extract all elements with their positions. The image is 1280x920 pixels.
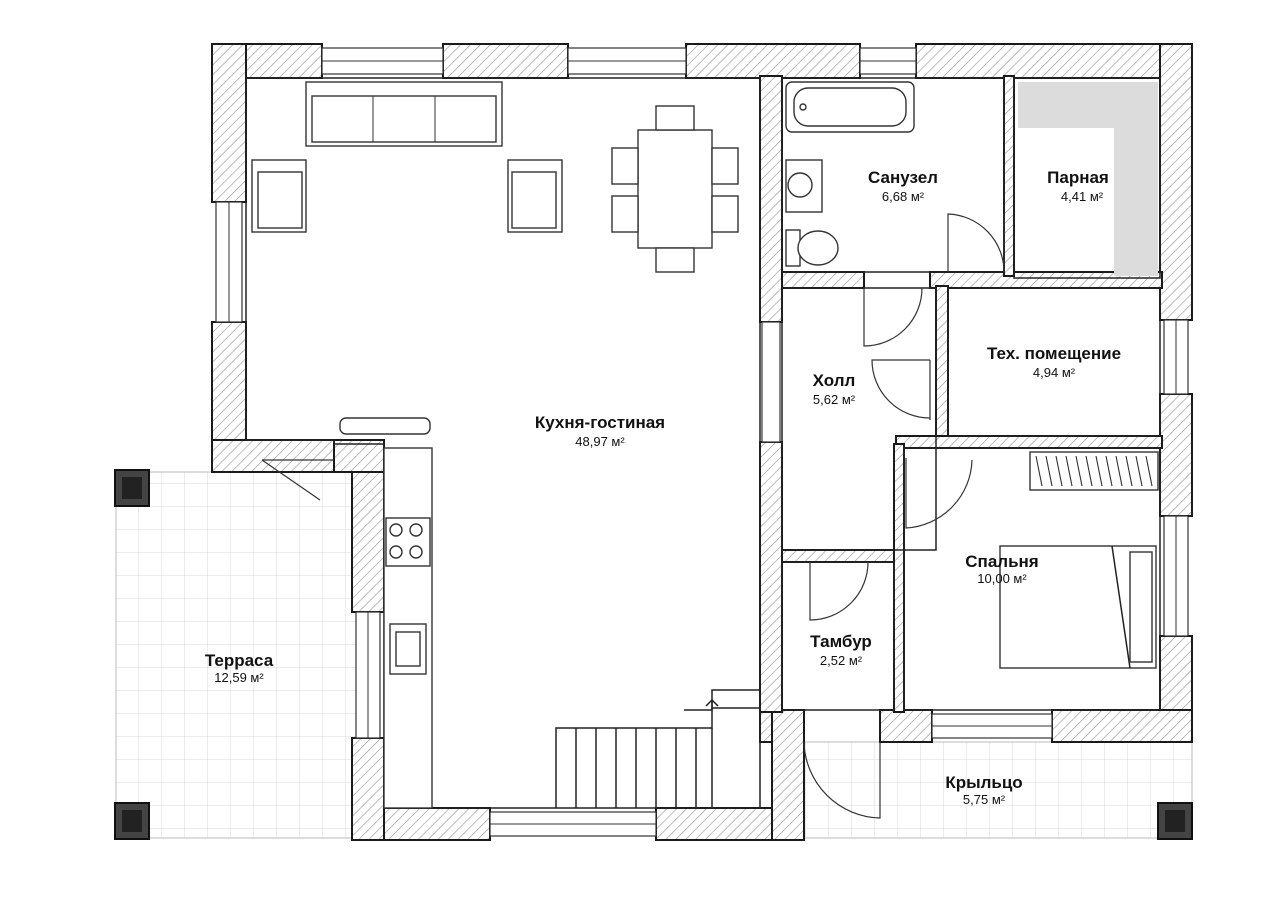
svg-text:Санузел: Санузел xyxy=(868,168,938,187)
svg-text:Крыльцо: Крыльцо xyxy=(945,773,1022,792)
room-label-kitchen: Кухня-гостиная 48,97 м² xyxy=(535,413,665,449)
svg-text:4,41 м²: 4,41 м² xyxy=(1061,189,1104,204)
room-outlines xyxy=(245,77,1161,809)
room-label-hall: Холл 5,62 м² xyxy=(813,371,856,407)
svg-text:Холл: Холл xyxy=(813,371,856,390)
terrace-columns xyxy=(114,469,1193,840)
svg-text:5,62 м²: 5,62 м² xyxy=(813,392,856,407)
svg-text:Спальня: Спальня xyxy=(965,552,1038,571)
svg-text:Парная: Парная xyxy=(1047,168,1109,187)
armchairs xyxy=(251,159,563,233)
svg-text:4,94 м²: 4,94 м² xyxy=(1033,365,1076,380)
doors xyxy=(261,213,1005,819)
svg-text:Терраса: Терраса xyxy=(205,651,274,670)
room-label-sauna: Парная 4,41 м² xyxy=(1047,168,1109,204)
wardrobe xyxy=(1029,451,1159,491)
exterior-walls xyxy=(211,43,1193,841)
room-label-bedroom: Спальня 10,00 м² xyxy=(965,552,1038,586)
svg-text:Тамбур: Тамбур xyxy=(810,632,872,651)
svg-text:2,52 м²: 2,52 м² xyxy=(820,653,863,668)
kitchen-counter xyxy=(339,417,433,809)
svg-text:10,00 м²: 10,00 м² xyxy=(977,571,1027,586)
svg-text:Тех. помещение: Тех. помещение xyxy=(987,344,1121,363)
bathroom-fixtures xyxy=(785,81,915,267)
svg-text:Кухня-гостиная: Кухня-гостиная xyxy=(535,413,665,432)
room-label-bathroom: Санузел 6,68 м² xyxy=(868,168,938,204)
room-label-vestibule: Тамбур 2,52 м² xyxy=(810,632,872,668)
svg-text:6,68 м²: 6,68 м² xyxy=(882,189,925,204)
porch-floor xyxy=(791,741,1193,839)
windows xyxy=(215,47,1189,837)
dining-table xyxy=(611,105,739,273)
bed xyxy=(999,545,1157,669)
room-label-tech: Тех. помещение 4,94 м² xyxy=(987,344,1121,380)
stairs xyxy=(555,689,760,808)
room-label-porch: Крыльцо 5,75 м² xyxy=(945,773,1022,807)
svg-text:48,97 м²: 48,97 м² xyxy=(575,434,625,449)
terrace-floor xyxy=(115,471,357,839)
svg-text:5,75 м²: 5,75 м² xyxy=(963,792,1006,807)
room-label-terrace: Терраса 12,59 м² xyxy=(205,651,274,685)
sofa xyxy=(305,81,503,147)
sauna-bench xyxy=(1018,82,1158,276)
svg-text:12,59 м²: 12,59 м² xyxy=(214,670,264,685)
